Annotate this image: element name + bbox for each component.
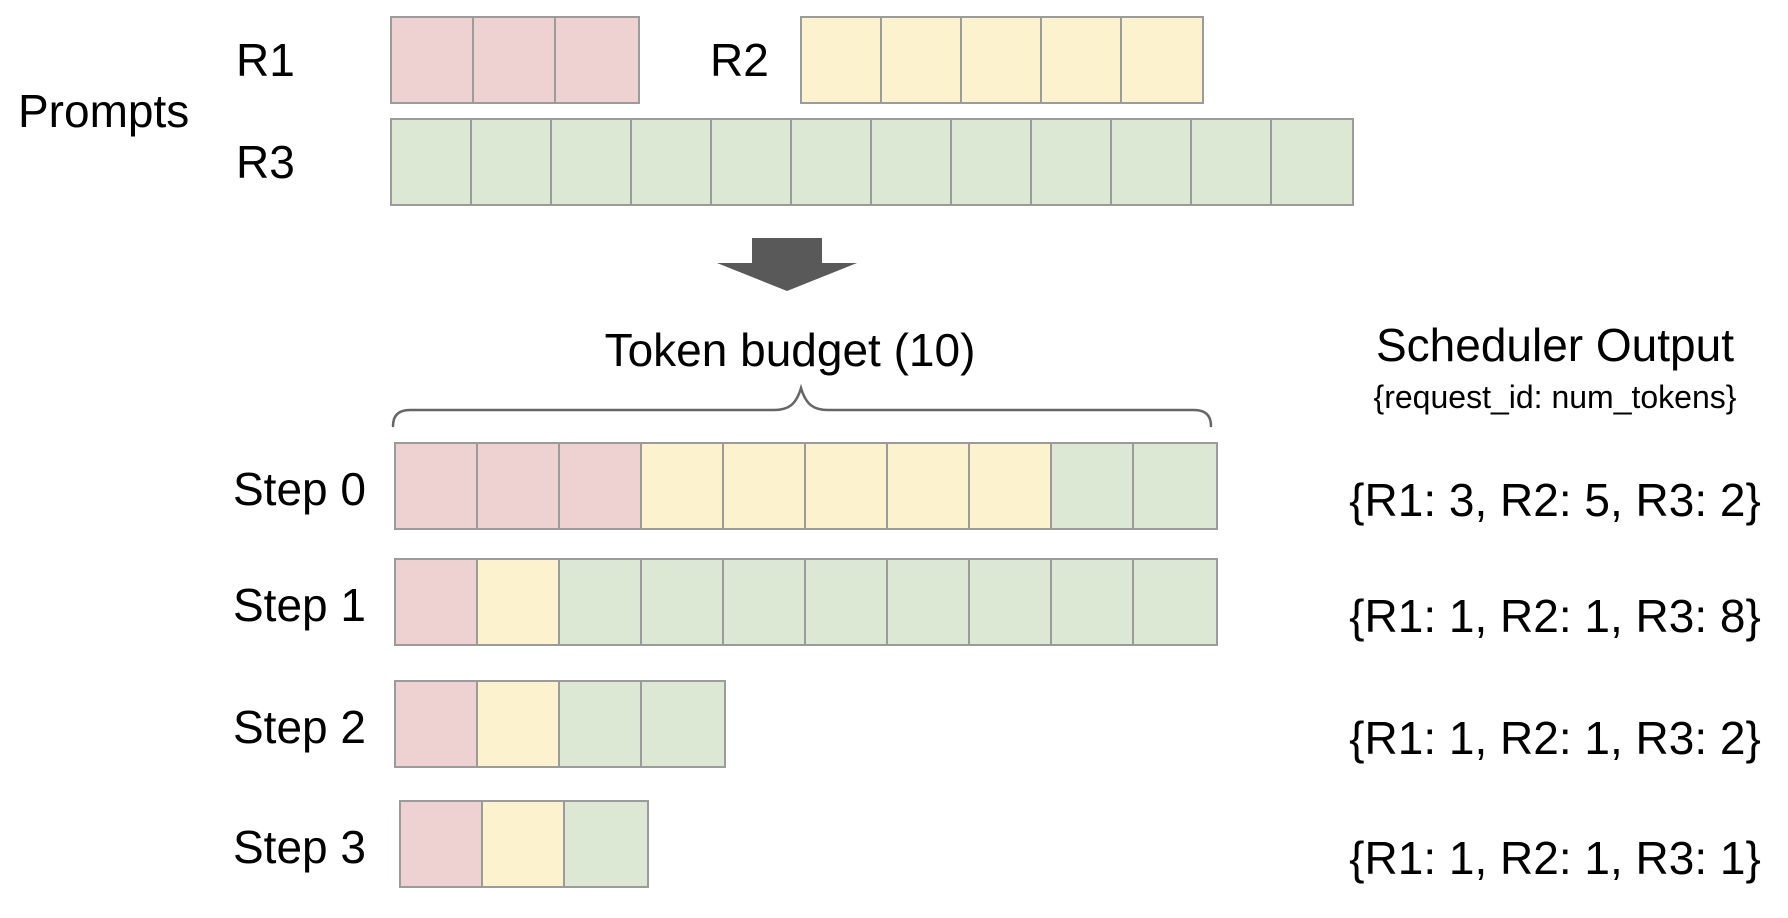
request-r2-label: R2	[710, 34, 769, 86]
token-cell-r2	[478, 682, 560, 766]
token-cell-r3	[560, 682, 642, 766]
token-cell-r3	[1052, 444, 1134, 528]
prompts-label: Prompts	[18, 85, 190, 137]
token-cell-r3	[1112, 120, 1192, 204]
prompt-row-r1	[390, 16, 640, 104]
token-cell-r2	[882, 18, 962, 102]
token-cell-r1	[478, 444, 560, 528]
token-cell-r3	[472, 120, 552, 204]
token-cell-r2	[806, 444, 888, 528]
token-cell-r3	[888, 560, 970, 644]
token-cell-r3	[970, 560, 1052, 644]
step-0-output: {R1: 3, R2: 5, R3: 2}	[1349, 474, 1761, 526]
token-cell-r1	[401, 802, 483, 886]
token-cell-r3	[552, 120, 632, 204]
token-cell-r3	[1032, 120, 1112, 204]
token-cell-r2	[888, 444, 970, 528]
token-cell-r2	[962, 18, 1042, 102]
token-cell-r2	[1042, 18, 1122, 102]
step-3-output: {R1: 1, R2: 1, R3: 1}	[1349, 832, 1761, 884]
token-cell-r3	[560, 560, 642, 644]
token-cell-r1	[396, 682, 478, 766]
token-cell-r3	[1134, 444, 1216, 528]
token-cell-r1	[474, 18, 556, 102]
token-cell-r2	[483, 802, 565, 886]
step-3-row	[399, 800, 649, 888]
request-r1-label: R1	[236, 34, 295, 86]
step-1-label: Step 1	[233, 579, 366, 631]
token-cell-r3	[1192, 120, 1272, 204]
step-3-label: Step 3	[233, 821, 366, 873]
token-cell-r3	[952, 120, 1032, 204]
token-cell-r3	[642, 682, 724, 766]
scheduler-output-title: Scheduler Output	[1375, 319, 1734, 371]
token-cell-r2	[1122, 18, 1202, 102]
step-0-label: Step 0	[233, 463, 366, 515]
token-cell-r3	[792, 120, 872, 204]
step-2-output: {R1: 1, R2: 1, R3: 2}	[1349, 712, 1761, 764]
prompt-row-r2	[800, 16, 1204, 104]
token-budget-label: Token budget (10)	[604, 324, 976, 376]
token-cell-r1	[560, 444, 642, 528]
token-cell-r2	[802, 18, 882, 102]
token-cell-r3	[632, 120, 712, 204]
token-cell-r2	[478, 560, 560, 644]
token-cell-r2	[724, 444, 806, 528]
token-cell-r3	[872, 120, 952, 204]
step-1-output: {R1: 1, R2: 1, R3: 8}	[1349, 590, 1761, 642]
step-2-label: Step 2	[233, 701, 366, 753]
token-cell-r2	[970, 444, 1052, 528]
token-cell-r3	[642, 560, 724, 644]
scheduler-output-subtitle: {request_id: num_tokens}	[1373, 379, 1737, 415]
token-cell-r3	[712, 120, 792, 204]
token-cell-r3	[1134, 560, 1216, 644]
down-arrow-icon	[717, 238, 857, 291]
token-cell-r3	[1272, 120, 1352, 204]
token-budget-brace	[390, 378, 1214, 428]
token-cell-r1	[392, 18, 474, 102]
token-cell-r2	[642, 444, 724, 528]
token-cell-r3	[806, 560, 888, 644]
step-2-row	[394, 680, 726, 768]
prompt-row-r3	[390, 118, 1354, 206]
request-r3-label: R3	[236, 136, 295, 188]
token-cell-r3	[565, 802, 647, 886]
token-cell-r1	[396, 560, 478, 644]
step-0-row	[394, 442, 1218, 530]
token-cell-r1	[396, 444, 478, 528]
token-cell-r3	[1052, 560, 1134, 644]
token-cell-r1	[556, 18, 638, 102]
step-1-row	[394, 558, 1218, 646]
token-cell-r3	[724, 560, 806, 644]
token-cell-r3	[392, 120, 472, 204]
